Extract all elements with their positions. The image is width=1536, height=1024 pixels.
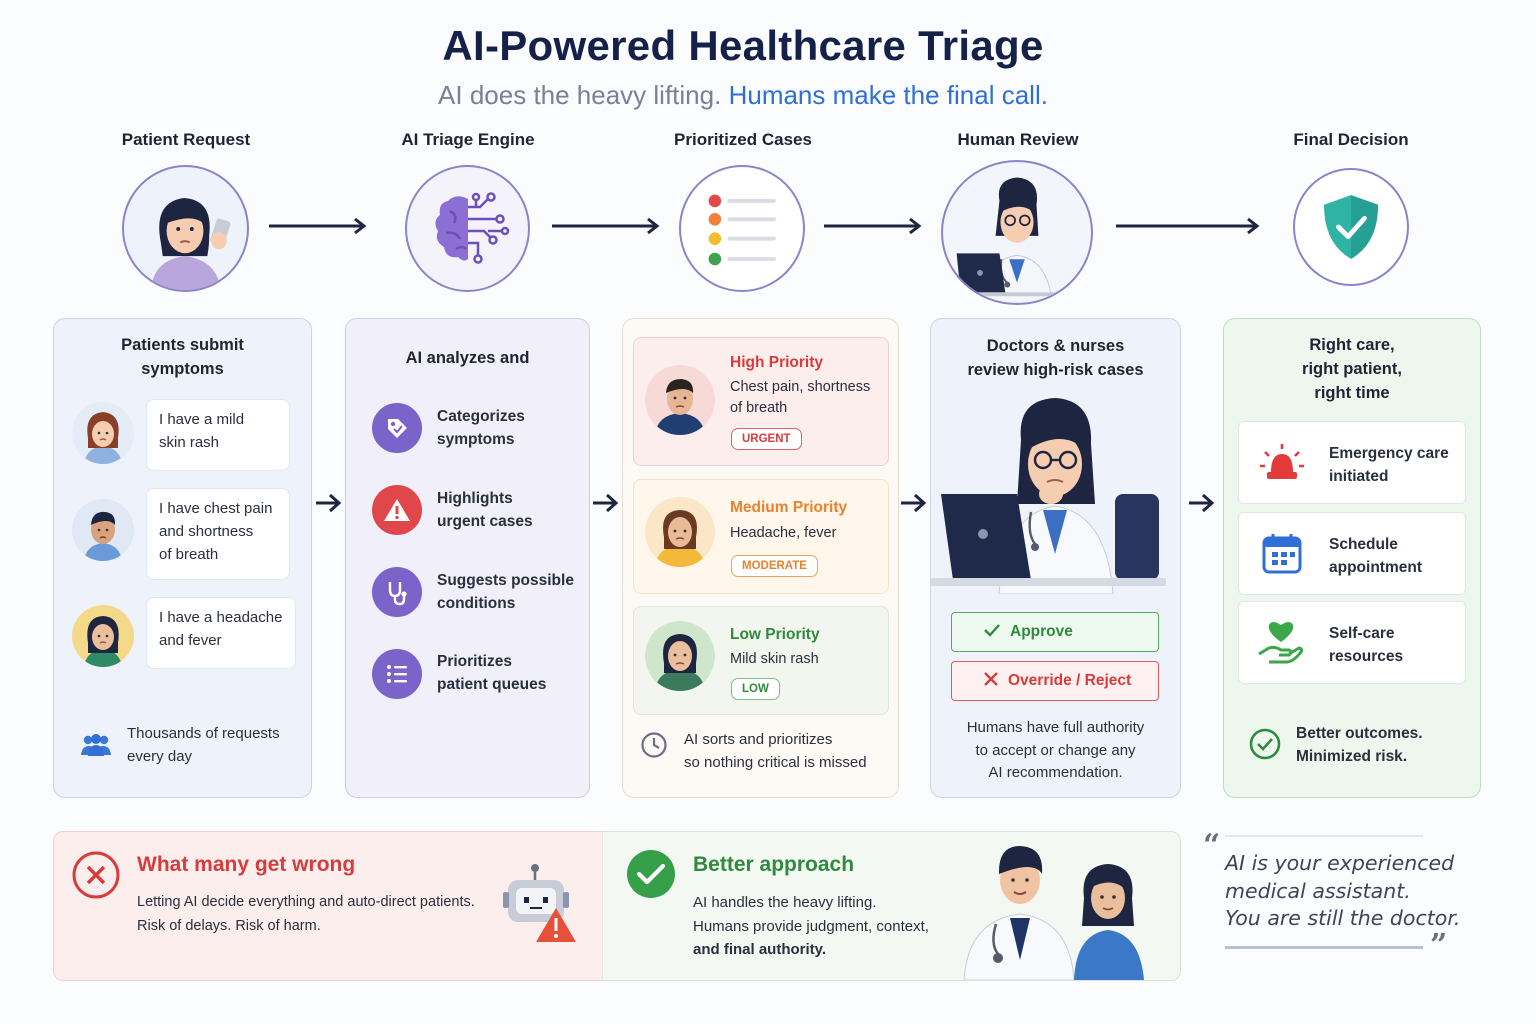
case-priority-high: High Priority [730,354,824,371]
stage-label-ai-triage: AI Triage Engine [401,130,535,149]
case-desc-medium: Headache, fever [730,525,837,541]
subtitle-part1: AI does the heavy lifting. [438,80,722,110]
stage-label-final-decision: Final Decision [1293,130,1409,149]
quote-divider [1225,835,1423,837]
arrow-right-icon [1189,492,1215,514]
wrong-text: Letting AI decide everything and auto-di… [137,894,475,934]
patient-avatar [72,499,134,561]
stage-label-patient-request: Patient Request [121,130,251,149]
arrow-right-icon [901,492,927,514]
page-subtitle: AI does the heavy lifting. Humans make t… [0,80,1486,111]
moderate-badge: MODERATE [731,555,818,577]
arrow-right-icon [1116,216,1260,236]
patient-avatar [645,497,715,567]
arrow-right-icon [593,492,619,514]
patient-avatar [645,621,715,691]
subtitle-part2: Humans make the final call. [728,80,1048,110]
quote-open-icon: “ [1203,828,1221,863]
arrow-right-icon [824,216,922,236]
clock-icon [640,731,668,764]
case-priority-medium: Medium Priority [730,499,848,516]
list-icon [372,649,422,699]
case-desc-low: Mild skin rash [730,651,819,667]
urgent-badge: URGENT [731,428,802,450]
check-badge-icon [626,849,676,904]
approve-button[interactable]: Approve [951,612,1159,652]
arrow-right-icon [269,216,367,236]
stage-label-prioritized: Prioritized Cases [674,130,812,149]
override-reject-button[interactable]: Override / Reject [951,661,1159,701]
close-icon [984,671,998,691]
doctor-nurse-icon [962,840,1162,985]
error-circle-icon [71,850,121,905]
patient-avatar [72,605,134,667]
low-badge: LOW [731,678,780,700]
arrow-right-icon [552,216,660,236]
stage-label-human-review: Human Review [957,130,1079,149]
shield-check-icon [1293,168,1409,286]
check-icon [984,623,1000,642]
brain-circuit-icon [405,165,530,292]
panel5-title: Right care,right patient,right time [1302,336,1402,402]
warning-icon [372,485,422,535]
stethoscope-icon [372,567,422,617]
panel5-footer: Better outcomes.Minimized risk. [1296,725,1423,765]
check-circle-icon [1248,727,1282,766]
patient-phone-icon [122,165,249,292]
doctor-laptop-icon [941,160,1093,305]
tag-icon [372,403,422,453]
alarm-icon [1257,440,1307,493]
panel-ai-analysis [345,318,590,798]
quote-underline [1225,946,1423,949]
case-priority-low: Low Priority [730,626,820,643]
people-group-icon [79,733,113,762]
better-text: AI handles the heavy lifting.Humans prov… [693,894,929,958]
patient-avatar [645,365,715,435]
doctor-reviewing-icon [931,394,1180,599]
priority-list-icon [679,165,805,292]
patient-avatar [72,402,134,464]
wrong-title: What many get wrong [137,853,356,876]
better-title: Better approach [693,853,855,876]
quote-close-icon: ” [1430,928,1448,963]
page-title: AI-Powered Healthcare Triage [442,22,1044,69]
robot-warning-icon [500,860,580,949]
heart-hand-icon [1257,618,1305,673]
panel2-title: AI analyzes and [405,349,530,367]
arrow-right-icon [316,492,342,514]
calendar-icon [1261,531,1303,580]
